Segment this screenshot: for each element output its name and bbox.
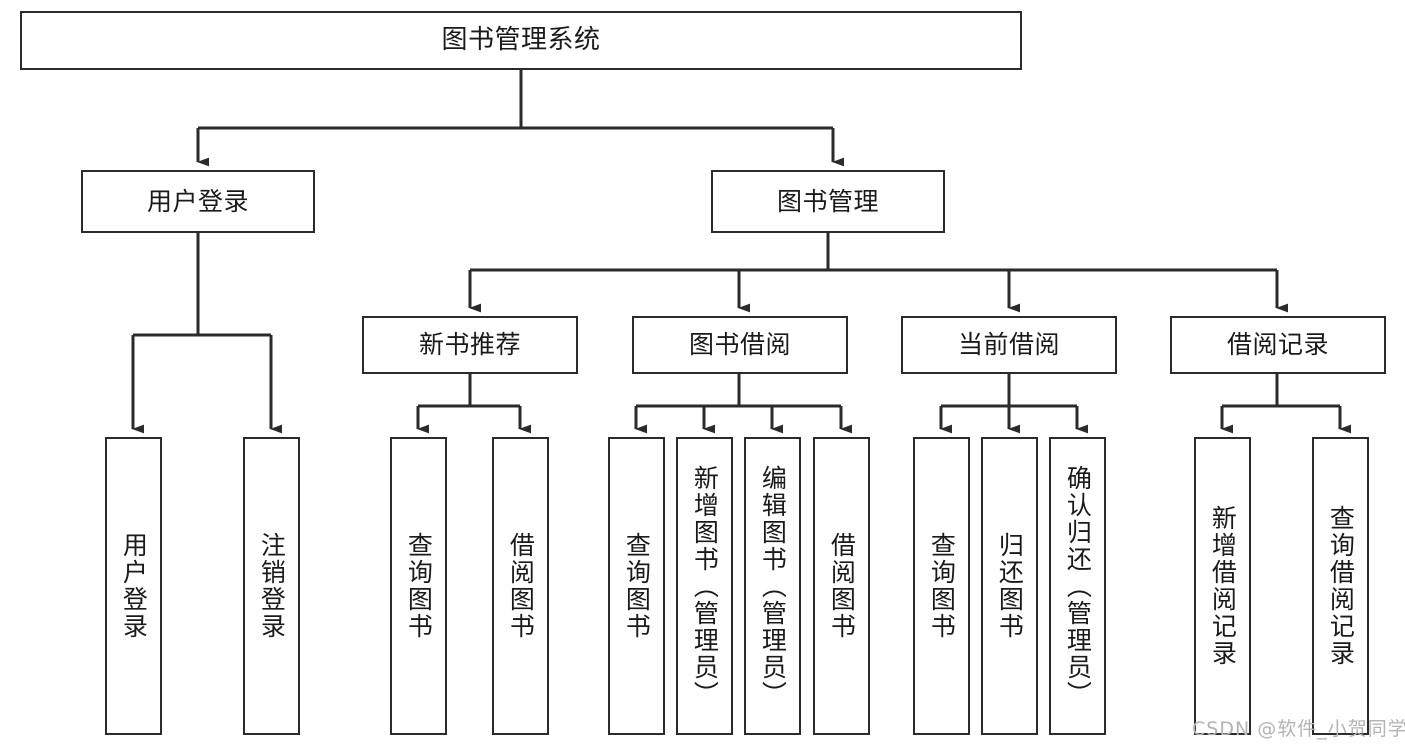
node-book-borrow-label: 图书借阅 bbox=[688, 330, 791, 360]
leaf-edit-book-admin[interactable]: 编辑图书（管理员） bbox=[744, 437, 801, 735]
leaf-borrow-book-2-label: 借阅图书 bbox=[827, 532, 857, 640]
node-book-management-label: 图书管理 bbox=[776, 186, 879, 216]
leaf-edit-book-admin-label: 编辑图书（管理员） bbox=[758, 464, 788, 708]
node-borrow-record-label: 借阅记录 bbox=[1226, 330, 1329, 360]
leaf-confirm-return-admin[interactable]: 确认归还（管理员） bbox=[1049, 437, 1106, 735]
node-user-login[interactable]: 用户登录 bbox=[81, 170, 315, 233]
node-user-login-label: 用户登录 bbox=[146, 186, 249, 216]
leaf-query-book-2-label: 查询图书 bbox=[622, 532, 652, 640]
leaf-logout[interactable]: 注销登录 bbox=[243, 437, 300, 735]
leaf-return-book-label: 归还图书 bbox=[995, 532, 1025, 640]
leaf-confirm-return-admin-label: 确认归还（管理员） bbox=[1063, 464, 1093, 708]
leaf-add-book-admin[interactable]: 新增图书（管理员） bbox=[676, 437, 733, 735]
leaf-query-record[interactable]: 查询借阅记录 bbox=[1312, 437, 1369, 735]
watermark: CSDN @软件_小贺同学 bbox=[1192, 718, 1405, 740]
leaf-user-login[interactable]: 用户登录 bbox=[105, 437, 162, 735]
leaf-user-login-label: 用户登录 bbox=[119, 532, 149, 640]
node-root[interactable]: 图书管理系统 bbox=[20, 11, 1022, 70]
leaf-borrow-book-2[interactable]: 借阅图书 bbox=[813, 437, 870, 735]
leaf-return-book[interactable]: 归还图书 bbox=[981, 437, 1038, 735]
leaf-query-book-1[interactable]: 查询图书 bbox=[390, 437, 447, 735]
leaf-add-record[interactable]: 新增借阅记录 bbox=[1194, 437, 1251, 735]
node-current-borrow-label: 当前借阅 bbox=[957, 330, 1060, 360]
leaf-query-record-label: 查询借阅记录 bbox=[1326, 505, 1356, 667]
leaf-add-book-admin-label: 新增图书（管理员） bbox=[690, 464, 720, 708]
leaf-query-book-2[interactable]: 查询图书 bbox=[608, 437, 665, 735]
node-borrow-record[interactable]: 借阅记录 bbox=[1170, 316, 1386, 374]
leaf-borrow-book-1-label: 借阅图书 bbox=[506, 532, 536, 640]
node-book-management[interactable]: 图书管理 bbox=[711, 170, 945, 233]
node-book-borrow[interactable]: 图书借阅 bbox=[632, 316, 848, 374]
leaf-query-book-1-label: 查询图书 bbox=[404, 532, 434, 640]
leaf-borrow-book-1[interactable]: 借阅图书 bbox=[492, 437, 549, 735]
node-root-label: 图书管理系统 bbox=[441, 25, 601, 56]
leaf-query-book-3[interactable]: 查询图书 bbox=[913, 437, 970, 735]
node-current-borrow[interactable]: 当前借阅 bbox=[901, 316, 1117, 374]
leaf-logout-label: 注销登录 bbox=[257, 532, 287, 640]
leaf-query-book-3-label: 查询图书 bbox=[927, 532, 957, 640]
leaf-add-record-label: 新增借阅记录 bbox=[1208, 505, 1238, 667]
node-new-book-recommend[interactable]: 新书推荐 bbox=[362, 316, 578, 374]
node-new-book-recommend-label: 新书推荐 bbox=[418, 330, 521, 360]
